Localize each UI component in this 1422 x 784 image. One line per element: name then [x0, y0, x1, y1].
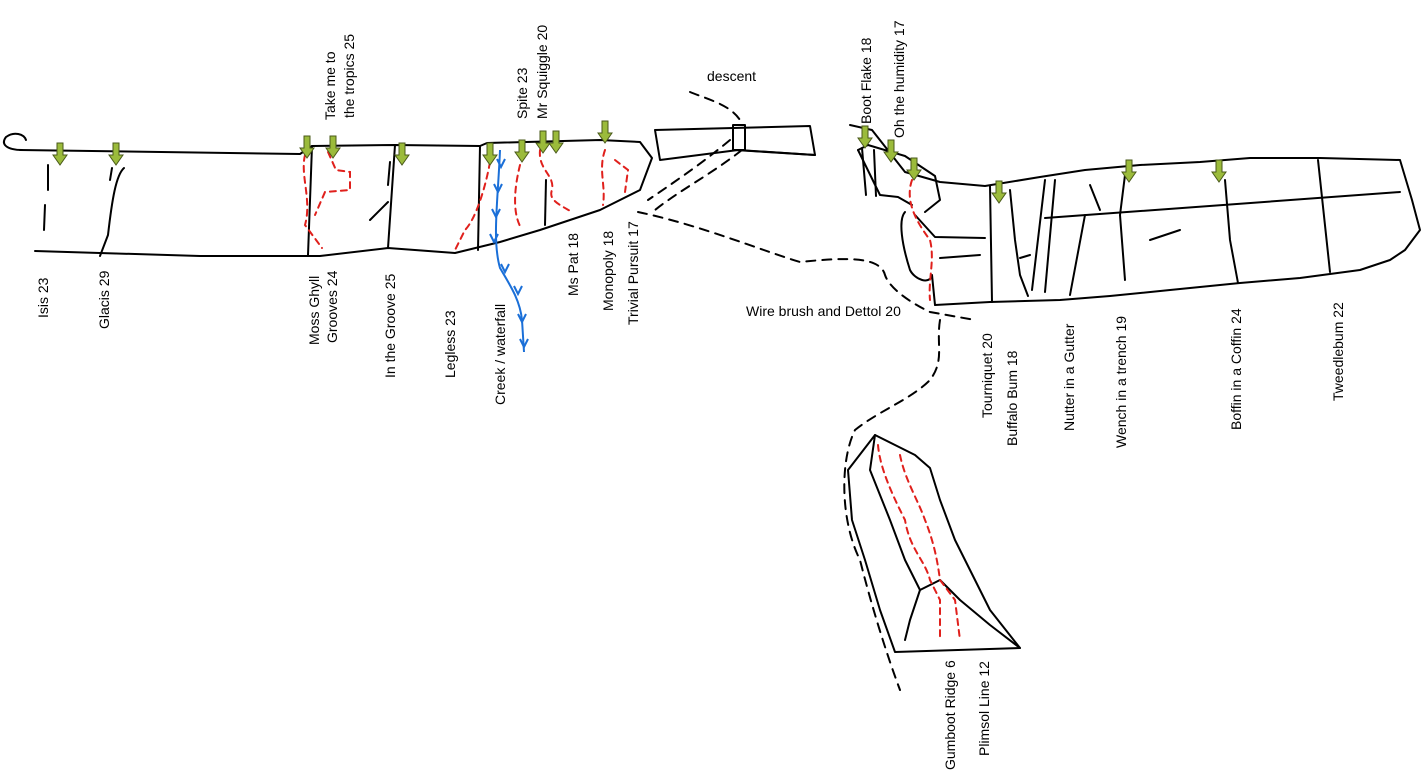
- route-label-wire-brush: Wire brush and Dettol 20: [746, 303, 901, 319]
- route-label-isis: Isis 23: [35, 277, 51, 318]
- route-label-glacis: Glacis 29: [96, 270, 112, 329]
- route-label-ms-pat: Ms Pat 18: [565, 232, 581, 296]
- route-label-wench-in-a-trench: Wench in a trench 19: [1113, 315, 1129, 448]
- route-label-gumboot-ridge: Gumboot Ridge 6: [942, 660, 958, 770]
- lower-slab: [847, 434, 1021, 653]
- route-label-moss-ghyll-line2: Grooves 24: [324, 270, 340, 343]
- right-wall-route-lines: [908, 179, 933, 301]
- route-label-boffin-in-a-coffin: Boffin in a Coffin 24: [1228, 308, 1244, 430]
- descent-label: descent: [707, 68, 757, 84]
- creek-line: [489, 149, 529, 353]
- route-label-take-me-line1: Take me to: [322, 51, 338, 120]
- creek-label: Creek / waterfall: [492, 303, 508, 405]
- route-label-moss-ghyll-line1: Moss Ghyll: [306, 275, 322, 345]
- left-wall: [3, 132, 653, 257]
- lower-slab-route-lines: [877, 444, 961, 641]
- route-label-legless: Legless 23: [442, 310, 458, 378]
- descent-area: [637, 91, 976, 691]
- route-label-mr-squiggle: Mr Squiggle 20: [534, 24, 550, 119]
- route-label-boot-flake: Boot Flake 18: [858, 37, 874, 124]
- route-label-tweedlebum: Tweedlebum 22: [1330, 302, 1346, 401]
- right-wall: [849, 124, 1421, 306]
- left-wall-route-lines: [302, 149, 630, 251]
- route-label-monopoly: Monopoly 18: [600, 230, 616, 311]
- route-label-buffalo-bum: Buffalo Bum 18: [1004, 350, 1020, 446]
- route-label-spite: Spite 23: [514, 67, 530, 119]
- route-label-in-the-groove: In the Groove 25: [382, 273, 398, 378]
- route-label-trivial-pursuit: Trivial Pursuit 17: [625, 221, 641, 325]
- route-label-oh-the-humidity: Oh the humidity 17: [891, 20, 907, 138]
- route-label-plimsol-line: Plimsol Line 12: [976, 661, 992, 756]
- route-label-nutter-in-a-gutter: Nutter in a Gutter: [1061, 323, 1077, 431]
- route-label-take-me-line2: the tropics 25: [341, 33, 357, 118]
- route-label-tourniquet: Tourniquet 20: [979, 333, 995, 418]
